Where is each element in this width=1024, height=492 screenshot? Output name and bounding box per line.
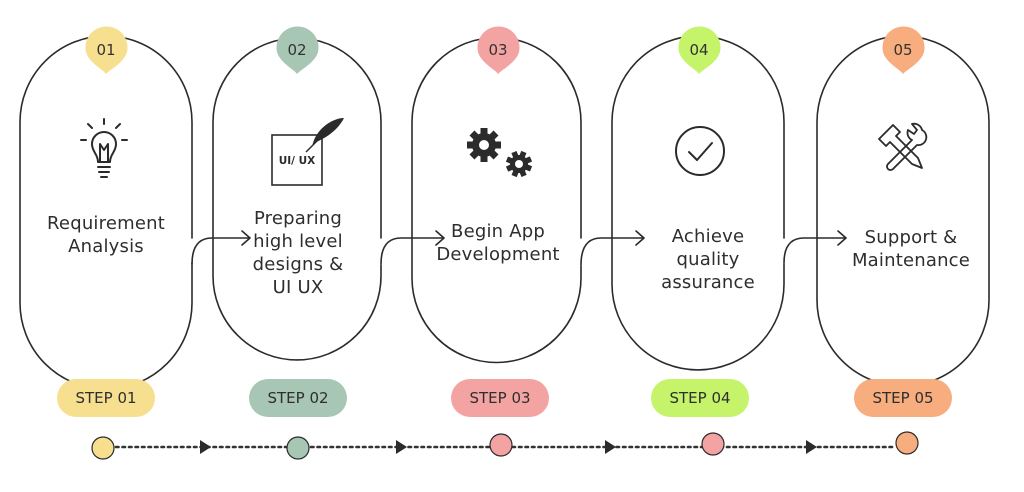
step-title-3-line-2: Development [436, 244, 560, 265]
step-title-2-line-2: high level [253, 231, 343, 252]
capsule-outline-4 [611, 35, 785, 371]
timeline-arrow-2 [396, 440, 407, 454]
timeline-dot-2 [286, 436, 310, 460]
step-title-5-line-2: Maintenance [851, 250, 971, 271]
pin-number-03: 03 [488, 41, 507, 59]
step-badge-5: STEP 05 [854, 379, 952, 417]
uiux-quill-icon: UI/ UX [271, 118, 344, 186]
pin-02 [276, 26, 319, 74]
pin-number-05: 05 [893, 41, 912, 59]
capsule-outline-3 [411, 36, 582, 364]
step-title-2: Preparing high level designs & UI UX [228, 207, 368, 299]
connector-arrow-3 [580, 230, 645, 266]
gears-icon [467, 128, 533, 178]
pin-05 [882, 26, 925, 74]
step-title-4-line-1: Achieve [671, 226, 745, 247]
tools-icon [878, 122, 928, 171]
timeline-arrow-3 [605, 440, 616, 454]
step-title-5: Support & Maintenance [836, 226, 986, 272]
pin-03 [477, 26, 520, 74]
step-title-1-line-1: Requirement [47, 213, 165, 234]
step-title-2-line-4: UI UX [272, 277, 324, 298]
connector-arrow-4 [783, 230, 847, 264]
timeline-dot-5 [895, 431, 919, 455]
lightbulb-icon [80, 118, 128, 178]
pin-number-02: 02 [287, 41, 306, 59]
timeline-dot-4 [701, 432, 725, 456]
uiux-icon-text: UI/ UX [279, 155, 316, 167]
timeline-dot-1 [91, 436, 115, 460]
step-title-3: Begin App Development [423, 220, 573, 266]
step-title-2-line-3: designs & [252, 254, 344, 275]
step-title-4: Achieve quality assurance [633, 225, 783, 294]
pin-04 [678, 26, 721, 74]
number-pins: 01 02 03 04 05 [85, 26, 925, 74]
timeline-arrow-4 [806, 440, 817, 454]
capsule-outline-5 [816, 35, 990, 387]
pin-number-04: 04 [689, 41, 708, 59]
step-badge-1: STEP 01 [57, 379, 155, 417]
step-badge-2: STEP 02 [249, 379, 347, 417]
step-title-5-line-1: Support & [864, 227, 958, 248]
step-title-4-line-3: assurance [661, 272, 755, 293]
timeline [91, 431, 919, 460]
step-badge-3: STEP 03 [451, 379, 549, 417]
pin-01 [85, 26, 128, 74]
step-title-3-line-1: Begin App [451, 221, 545, 242]
connector-arrow-1 [191, 230, 251, 265]
step-badge-4: STEP 04 [651, 379, 749, 417]
timeline-arrow-1 [200, 440, 211, 454]
connector-arrow-2 [380, 230, 445, 265]
step-title-2-line-1: Preparing [253, 208, 343, 229]
check-circle-icon [675, 126, 725, 176]
step-title-1-line-2: Analysis [68, 236, 144, 257]
step-title-1: Requirement Analysis [26, 212, 186, 258]
timeline-dot-3 [489, 433, 513, 457]
capsule-outline-2 [212, 37, 382, 361]
pin-number-01: 01 [96, 41, 115, 59]
step-title-4-line-2: quality [676, 249, 740, 270]
